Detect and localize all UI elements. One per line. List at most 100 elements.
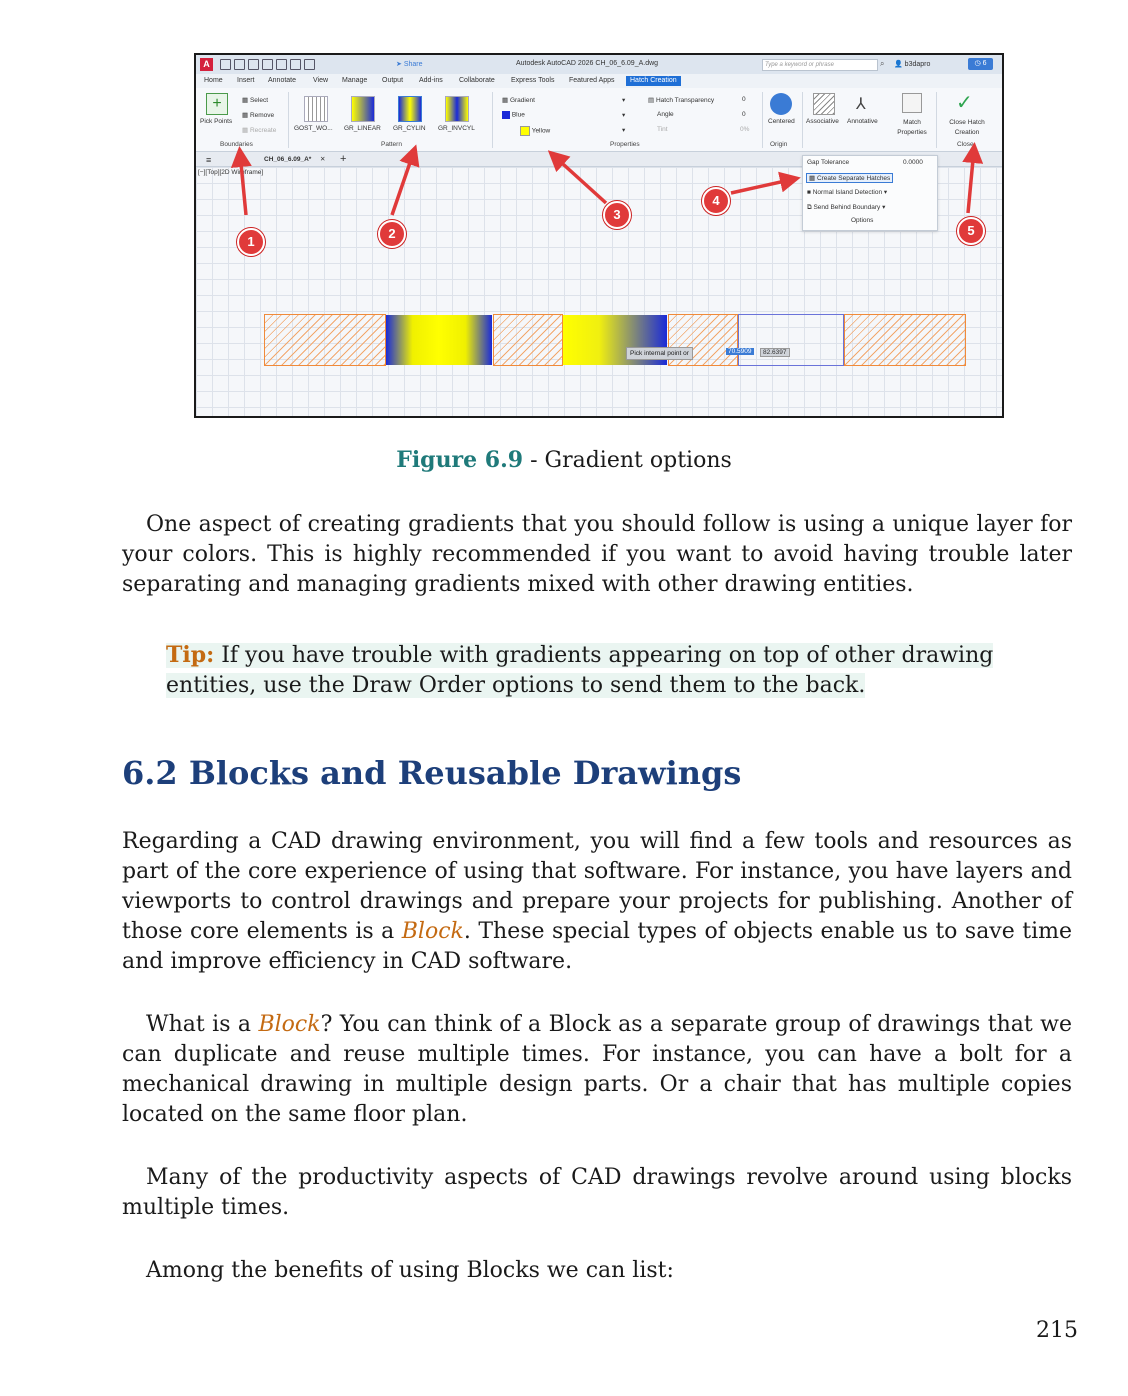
checkmark-icon[interactable]: ✓ bbox=[956, 92, 973, 114]
save-as-icon[interactable] bbox=[262, 59, 273, 70]
tab-home[interactable]: Home bbox=[204, 77, 223, 84]
hatch-type-dropdown[interactable]: ▦ Gradient bbox=[502, 97, 535, 104]
close-hatch-creation-button[interactable]: Close Hatch Creation bbox=[949, 119, 985, 136]
gap-tolerance-value[interactable]: 0.0000 bbox=[903, 159, 923, 166]
tab-add-ins[interactable]: Add-ins bbox=[419, 77, 443, 84]
redo-icon[interactable] bbox=[304, 59, 315, 70]
paragraph-what-is-block: What is a Block? You can think of a Bloc… bbox=[122, 1010, 1072, 1130]
dropdown-chevron-icon[interactable]: ▾ bbox=[622, 127, 626, 134]
remove-button[interactable]: ▦ Remove bbox=[242, 112, 275, 119]
recreate-button[interactable]: ▦ Recreate bbox=[242, 127, 277, 134]
transparency-field[interactable]: ▤ Hatch Transparency bbox=[648, 97, 715, 104]
open-file-icon[interactable] bbox=[234, 59, 245, 70]
properties-panel-title[interactable]: Properties bbox=[610, 141, 640, 148]
callout-5: 5 bbox=[957, 217, 985, 245]
angle-value[interactable]: 0 bbox=[742, 111, 746, 118]
arrow-5 bbox=[962, 142, 984, 214]
tip-label: Tip: bbox=[166, 642, 215, 668]
save-icon[interactable] bbox=[248, 59, 259, 70]
menu-icon[interactable]: ≡ bbox=[206, 155, 212, 165]
share-label: Share bbox=[403, 61, 423, 68]
user-name: b3dapro bbox=[904, 61, 931, 68]
tab-output[interactable]: Output bbox=[382, 77, 404, 84]
select-label: Select bbox=[249, 97, 269, 104]
create-separate-label: Create Separate Hatches bbox=[816, 175, 891, 182]
pick-points-icon[interactable]: + bbox=[206, 93, 228, 115]
hatch-region-left[interactable] bbox=[264, 314, 386, 366]
cursor-tooltip: Pick internal point or bbox=[626, 347, 693, 360]
gradient-color2-dropdown[interactable]: Yellow bbox=[520, 126, 550, 136]
transparency-value[interactable]: 0 bbox=[742, 96, 746, 103]
coord-x-input[interactable]: 70.5909 bbox=[726, 348, 754, 355]
user-account[interactable]: 👤 b3dapro bbox=[894, 61, 931, 68]
tab-featured-apps[interactable]: Featured Apps bbox=[569, 77, 615, 84]
tab-annotate[interactable]: Annotate bbox=[268, 77, 297, 84]
dropdown-chevron-icon[interactable]: ▾ bbox=[622, 112, 626, 119]
tint-field[interactable]: Tint bbox=[657, 126, 668, 133]
ribbon-separator bbox=[802, 92, 803, 148]
centered-origin-icon[interactable] bbox=[770, 93, 792, 115]
pattern-swatch-gr-linear[interactable] bbox=[351, 96, 375, 122]
select-button[interactable]: ▦ Select bbox=[242, 97, 269, 104]
pattern-swatch-gr-cylin[interactable] bbox=[398, 96, 422, 122]
close-tab-icon[interactable]: ✕ bbox=[320, 156, 326, 163]
pattern-label-gr-invcyl: GR_INVCYL bbox=[438, 125, 475, 132]
pick-points-label[interactable]: Pick Points bbox=[200, 118, 233, 125]
hatch-region-right[interactable] bbox=[844, 314, 966, 366]
figure-number: Figure 6.9 bbox=[396, 447, 524, 473]
ribbon-separator bbox=[762, 92, 763, 148]
match-properties-label[interactable]: Match Properties bbox=[897, 119, 927, 136]
callout-4: 4 bbox=[702, 187, 730, 215]
plot-icon[interactable] bbox=[276, 59, 287, 70]
ribbon: + Pick Points ▦ Select ▦ Remove ▦ Recrea… bbox=[196, 88, 1002, 152]
dropdown-chevron-icon[interactable]: ▾ bbox=[622, 97, 626, 104]
annotative-icon[interactable]: ⅄ bbox=[856, 96, 866, 113]
doc-tab-active[interactable]: CH_06_6.09_A* bbox=[264, 156, 312, 163]
tab-view[interactable]: View bbox=[313, 77, 329, 84]
options-title: Options bbox=[851, 217, 874, 224]
pattern-swatch-gost[interactable] bbox=[304, 96, 328, 122]
tab-manage[interactable]: Manage bbox=[342, 77, 368, 84]
empty-boundary-region[interactable] bbox=[738, 314, 844, 366]
annotative-label[interactable]: Annotative bbox=[847, 118, 878, 125]
tab-express-tools[interactable]: Express Tools bbox=[511, 77, 555, 84]
gradient-color1-dropdown[interactable]: Blue bbox=[502, 111, 525, 119]
angle-field[interactable]: Angle bbox=[657, 111, 674, 118]
autocad-logo-icon[interactable]: A bbox=[200, 58, 213, 71]
ribbon-separator bbox=[288, 92, 289, 148]
share-button[interactable]: ➤ Share bbox=[396, 61, 423, 68]
coord-y-input[interactable]: 82.6397 bbox=[760, 348, 790, 357]
new-file-icon[interactable] bbox=[220, 59, 231, 70]
centered-label[interactable]: Centered bbox=[768, 118, 795, 125]
new-tab-icon[interactable]: + bbox=[340, 153, 347, 165]
match-properties-icon[interactable] bbox=[902, 93, 922, 113]
paragraph-benefits-intro: Among the benefits of using Blocks we ca… bbox=[146, 1258, 674, 1283]
origin-panel-title[interactable]: Origin bbox=[770, 141, 788, 148]
create-separate-hatches-button[interactable]: ▦ Create Separate Hatches bbox=[806, 173, 894, 183]
callout-1: 1 bbox=[237, 228, 265, 256]
tint-value[interactable]: 0% bbox=[740, 126, 750, 133]
callout-3: 3 bbox=[603, 201, 631, 229]
undo-icon[interactable] bbox=[290, 59, 301, 70]
send-behind-dropdown[interactable]: ⧉ Send Behind Boundary ▾ bbox=[807, 204, 886, 211]
associative-icon[interactable] bbox=[813, 93, 835, 115]
island-detection-dropdown[interactable]: ■ Normal Island Detection ▾ bbox=[807, 189, 888, 196]
clock-badge[interactable]: ◷ 6 bbox=[968, 58, 993, 70]
tab-hatch-creation[interactable]: Hatch Creation bbox=[626, 76, 681, 86]
pattern-swatch-gr-invcyl[interactable] bbox=[445, 96, 469, 122]
blue-swatch-icon bbox=[502, 111, 510, 119]
search-icon[interactable]: ⌕ bbox=[880, 59, 885, 68]
viewport-controls-label[interactable]: [−][Top][2D Wireframe] bbox=[198, 169, 264, 176]
gradient-cylinder-region[interactable] bbox=[386, 315, 492, 365]
associative-label[interactable]: Associative bbox=[806, 118, 839, 125]
tab-insert[interactable]: Insert bbox=[237, 77, 255, 84]
hatch-region-middle[interactable] bbox=[493, 314, 563, 366]
paragraph-cad-environment: Regarding a CAD drawing environment, you… bbox=[122, 827, 1072, 977]
page-number: 215 bbox=[1036, 1318, 1078, 1343]
gap-tolerance-label: Gap Tolerance bbox=[807, 159, 850, 166]
autocad-screenshot: A ➤ Share Autodesk AutoCAD 2026 CH_06_6.… bbox=[194, 53, 1004, 418]
block-keyword: Block bbox=[401, 919, 464, 944]
boundaries-panel-title[interactable]: Boundaries bbox=[220, 141, 253, 148]
tab-collaborate[interactable]: Collaborate bbox=[459, 77, 495, 84]
search-input[interactable]: Type a keyword or phrase bbox=[762, 59, 878, 71]
